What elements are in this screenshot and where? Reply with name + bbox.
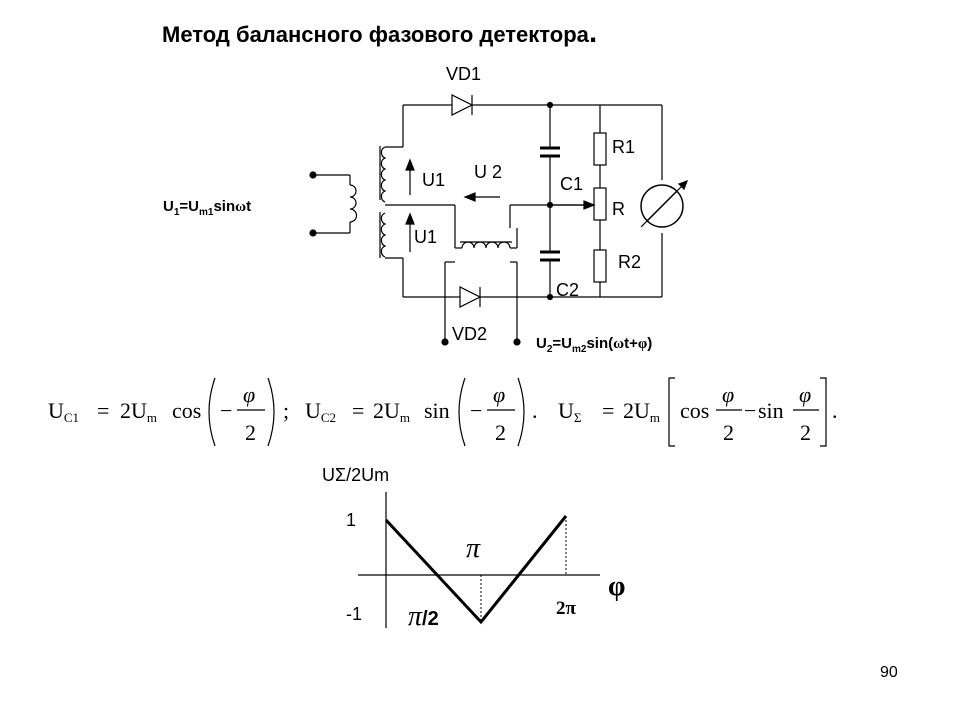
u2-arrow — [463, 192, 500, 202]
capacitor-c2 — [540, 205, 560, 297]
x-axis-label: φ — [608, 571, 625, 602]
svg-text:φ: φ — [722, 382, 734, 407]
svg-text:=: = — [602, 398, 614, 423]
formula-uc1: UC1 = 2Um cos − φ 2 ; — [48, 377, 289, 447]
primary-winding — [349, 184, 358, 223]
svg-text:=: = — [352, 398, 364, 423]
label-c1: C1 — [560, 174, 583, 194]
capacitor-c1 — [540, 105, 560, 205]
label-r: R — [612, 199, 625, 219]
svg-text:cos: cos — [680, 398, 709, 423]
secondary-winding-upper — [380, 146, 387, 203]
label-c2: C2 — [556, 280, 579, 300]
diode-vd1 — [448, 94, 476, 116]
page-number: 90 — [880, 664, 898, 681]
svg-text:−: − — [220, 398, 232, 423]
title-text: Метод балансного фазового детектора — [162, 22, 589, 47]
label-pi-half: π/2 — [408, 601, 439, 632]
svg-text:.: . — [532, 398, 538, 423]
label-r1: R1 — [612, 137, 635, 157]
label-vd2: VD2 — [452, 324, 487, 344]
label-pi: π — [466, 533, 481, 564]
graph: UΣ/2Um φ 1 -1 π π/2 2π — [322, 465, 625, 632]
resistor-r1 — [593, 105, 607, 188]
formula-uc2: UC2 = 2Um sin − φ 2 . — [305, 377, 538, 447]
svg-text:cos: cos — [172, 398, 201, 423]
secondary-winding-lower — [380, 212, 387, 258]
svg-text:−: − — [470, 398, 482, 423]
input2-label: U2=Um2sin(ωt+φ) — [536, 335, 652, 355]
resistor-r2 — [593, 249, 607, 297]
u1-arrows — [405, 158, 415, 252]
formula-usum: UΣ = 2Um cos φ 2 − sin φ 2 . — [558, 377, 838, 447]
svg-text:.: . — [832, 398, 838, 423]
svg-text:−: − — [744, 398, 756, 423]
slide-title: Метод балансного фазового детектора. — [162, 16, 597, 50]
svg-text:2Um: 2Um — [623, 398, 660, 425]
svg-text:2: 2 — [495, 420, 506, 445]
svg-text:UΣ: UΣ — [558, 398, 581, 425]
svg-text:φ: φ — [243, 382, 255, 407]
title-dot: . — [588, 16, 598, 49]
svg-text:2: 2 — [723, 420, 734, 445]
label-vd1: VD1 — [446, 64, 481, 84]
svg-text:sin: sin — [424, 398, 450, 423]
top-wiring — [385, 104, 663, 297]
label-u2: U 2 — [474, 162, 502, 182]
u2-coil — [461, 241, 511, 249]
svg-text:;: ; — [283, 398, 289, 423]
input1-label: U1=Um1sinωt — [163, 198, 251, 218]
svg-text:2: 2 — [800, 420, 811, 445]
response-curve — [384, 515, 568, 625]
svg-text:sin: sin — [758, 398, 784, 423]
svg-text:2Um: 2Um — [120, 398, 157, 425]
label-u1-top: U1 — [422, 170, 445, 190]
tick-label-1: 1 — [346, 510, 356, 530]
bottom-wiring — [385, 257, 662, 298]
resistor-r — [593, 187, 607, 250]
label-u1-bottom: U1 — [414, 227, 437, 247]
y-axis-label: UΣ/2Um — [322, 465, 389, 485]
svg-text:UC1: UC1 — [48, 398, 79, 425]
svg-text:φ: φ — [799, 382, 811, 407]
label-r2: R2 — [618, 252, 641, 272]
input-terminals — [309, 171, 351, 237]
diode-vd2 — [452, 286, 484, 308]
label-2pi: 2π — [556, 598, 577, 619]
meter — [640, 179, 689, 228]
svg-text:2Um: 2Um — [373, 398, 410, 425]
svg-text:=: = — [97, 398, 109, 423]
svg-text:2: 2 — [245, 420, 256, 445]
circuit-diagram — [309, 94, 689, 346]
svg-text:φ: φ — [493, 382, 505, 407]
svg-text:UC2: UC2 — [305, 398, 336, 425]
tick-label-minus-1: -1 — [346, 604, 362, 624]
